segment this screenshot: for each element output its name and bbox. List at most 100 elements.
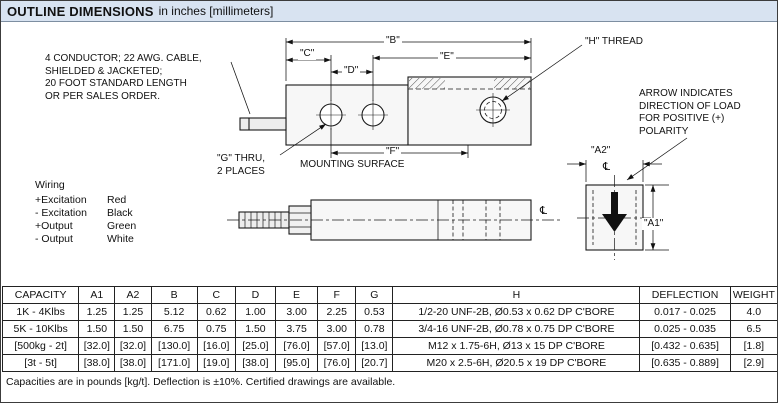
dimension-table: CAPACITY A1 A2 B C D E F G H DEFLECTION …	[1, 286, 777, 372]
table-row: [500kg - 2t] [32.0] [32.0] [130.0] [16.0…	[1, 337, 777, 355]
table-row: 1K - 4Klbs 1.25 1.25 5.12 0.62 1.00 3.00…	[1, 303, 777, 321]
cell: M12 x 1.75-6H, Ø13 x 15 DP C'BORE	[392, 337, 641, 355]
cell: 3/4-16 UNF-2B, Ø0.78 x 0.75 DP C'BORE	[392, 320, 641, 338]
page-header: OUTLINE DIMENSIONS in inches [millimeter…	[1, 1, 777, 22]
centerline-symbol: ℄	[603, 161, 611, 173]
cell: [19.0]	[196, 354, 236, 372]
page-subtitle: in inches [millimeters]	[158, 4, 274, 18]
load-arrow-note: ARROW INDICATES DIRECTION OF LOAD FOR PO…	[639, 88, 741, 138]
cell: [13.0]	[355, 337, 394, 355]
cell: [16.0]	[196, 337, 236, 355]
load-direction-arrow-icon	[602, 192, 627, 232]
cell: [57.0]	[317, 337, 357, 355]
col-header: B	[150, 286, 198, 304]
cell: [76.0]	[317, 354, 357, 372]
note-line: OR PER SALES ORDER.	[45, 90, 161, 102]
dim-label-c: "C"	[298, 48, 317, 60]
cell: 1/2-20 UNF-2B, Ø0.53 x 0.62 DP C'BORE	[392, 303, 641, 321]
cell: 0.78	[355, 320, 394, 338]
col-header: H	[392, 286, 641, 304]
cable-leader	[230, 61, 251, 115]
centerline-symbol: ℄	[540, 205, 548, 217]
col-header: A2	[114, 286, 152, 304]
cable-note: 4 CONDUCTOR; 22 AWG. CABLE, SHIELDED & J…	[45, 53, 202, 103]
table-row: [3t - 5t] [38.0] [38.0] [171.0] [19.0] […	[1, 354, 777, 372]
cell: 0.62	[196, 303, 236, 321]
top-view	[239, 76, 532, 146]
cell: [32.0]	[78, 337, 116, 355]
cell: [0.635 - 0.889]	[639, 354, 731, 372]
cable-exit	[239, 117, 287, 131]
cell: 1.50	[234, 320, 276, 338]
wiring-title: Wiring	[35, 179, 65, 191]
note-line: 20 FOOT STANDARD LENGTH	[45, 78, 187, 89]
note-line: POLARITY	[639, 125, 689, 137]
col-header: E	[274, 286, 319, 304]
page-title: OUTLINE DIMENSIONS	[7, 3, 154, 19]
note-line: FOR POSITIVE (+)	[639, 113, 725, 124]
cell: 0.53	[355, 303, 394, 321]
note-line: DIRECTION OF LOAD	[639, 100, 741, 112]
col-header: A1	[78, 286, 116, 304]
cell: [3t - 5t]	[1, 354, 80, 372]
table-header-row: CAPACITY A1 A2 B C D E F G H DEFLECTION …	[1, 286, 777, 304]
cell: [2.9]	[729, 354, 777, 372]
col-header: WEIGHT	[729, 286, 777, 304]
dim-label-e: "E"	[438, 51, 456, 63]
cell: [500kg - 2t]	[1, 337, 80, 355]
cell: 3.00	[274, 303, 319, 321]
h-thread-leader	[501, 44, 583, 102]
g-thru-leader	[279, 123, 327, 156]
note-line: ARROW INDICATES	[639, 88, 733, 99]
g-thru-note: "G" THRU, 2 PLACES	[217, 153, 265, 178]
cell: 4.0	[729, 303, 777, 321]
footnote: Capacities are in pounds [kg/t]. Deflect…	[6, 376, 396, 388]
cell: [95.0]	[274, 354, 319, 372]
cell: [38.0]	[78, 354, 116, 372]
col-header: DEFLECTION	[639, 286, 731, 304]
note-line: SHIELDED & JACKETED;	[45, 65, 163, 77]
end-view	[577, 175, 651, 260]
col-header: F	[317, 286, 357, 304]
dim-label-f: "F"	[384, 146, 402, 158]
cell: 3.75	[274, 320, 319, 338]
col-header: C	[196, 286, 236, 304]
load-arrow-leader	[626, 137, 688, 181]
cell: 3.00	[317, 320, 357, 338]
cell: [171.0]	[150, 354, 198, 372]
cell: [76.0]	[274, 337, 319, 355]
table-row: 5K - 10Klbs 1.50 1.50 6.75 0.75 1.50 3.7…	[1, 320, 777, 338]
cell: [20.7]	[355, 354, 394, 372]
cell: 0.75	[196, 320, 236, 338]
cell: 0.017 - 0.025	[639, 303, 731, 321]
col-header: G	[355, 286, 394, 304]
cell: 6.5	[729, 320, 777, 338]
dimension-lines	[230, 38, 688, 251]
cell: [25.0]	[234, 337, 276, 355]
cell: 5.12	[150, 303, 198, 321]
mounting-surface-label: MOUNTING SURFACE	[300, 159, 405, 170]
cell: [38.0]	[114, 354, 152, 372]
cell: [38.0]	[234, 354, 276, 372]
col-header: D	[234, 286, 276, 304]
h-thread-label: "H" THREAD	[585, 36, 644, 47]
dim-label-b: "B"	[384, 35, 402, 47]
note-line: 2 PLACES	[217, 165, 265, 177]
cell: [1.8]	[729, 337, 777, 355]
cell: 1.50	[78, 320, 116, 338]
cell: M20 x 2.5-6H, Ø20.5 x 19 DP C'BORE	[392, 354, 641, 372]
cell: [0.432 - 0.635]	[639, 337, 731, 355]
dim-label-a2: "A2"	[589, 145, 613, 157]
note-line: "G" THRU,	[217, 153, 266, 164]
cell: 5K - 10Klbs	[1, 320, 80, 338]
cell: 0.025 - 0.035	[639, 320, 731, 338]
cell: 1.00	[234, 303, 276, 321]
cell: 1.25	[114, 303, 152, 321]
dim-label-a1: "A1"	[642, 218, 666, 230]
cell: 6.75	[150, 320, 198, 338]
